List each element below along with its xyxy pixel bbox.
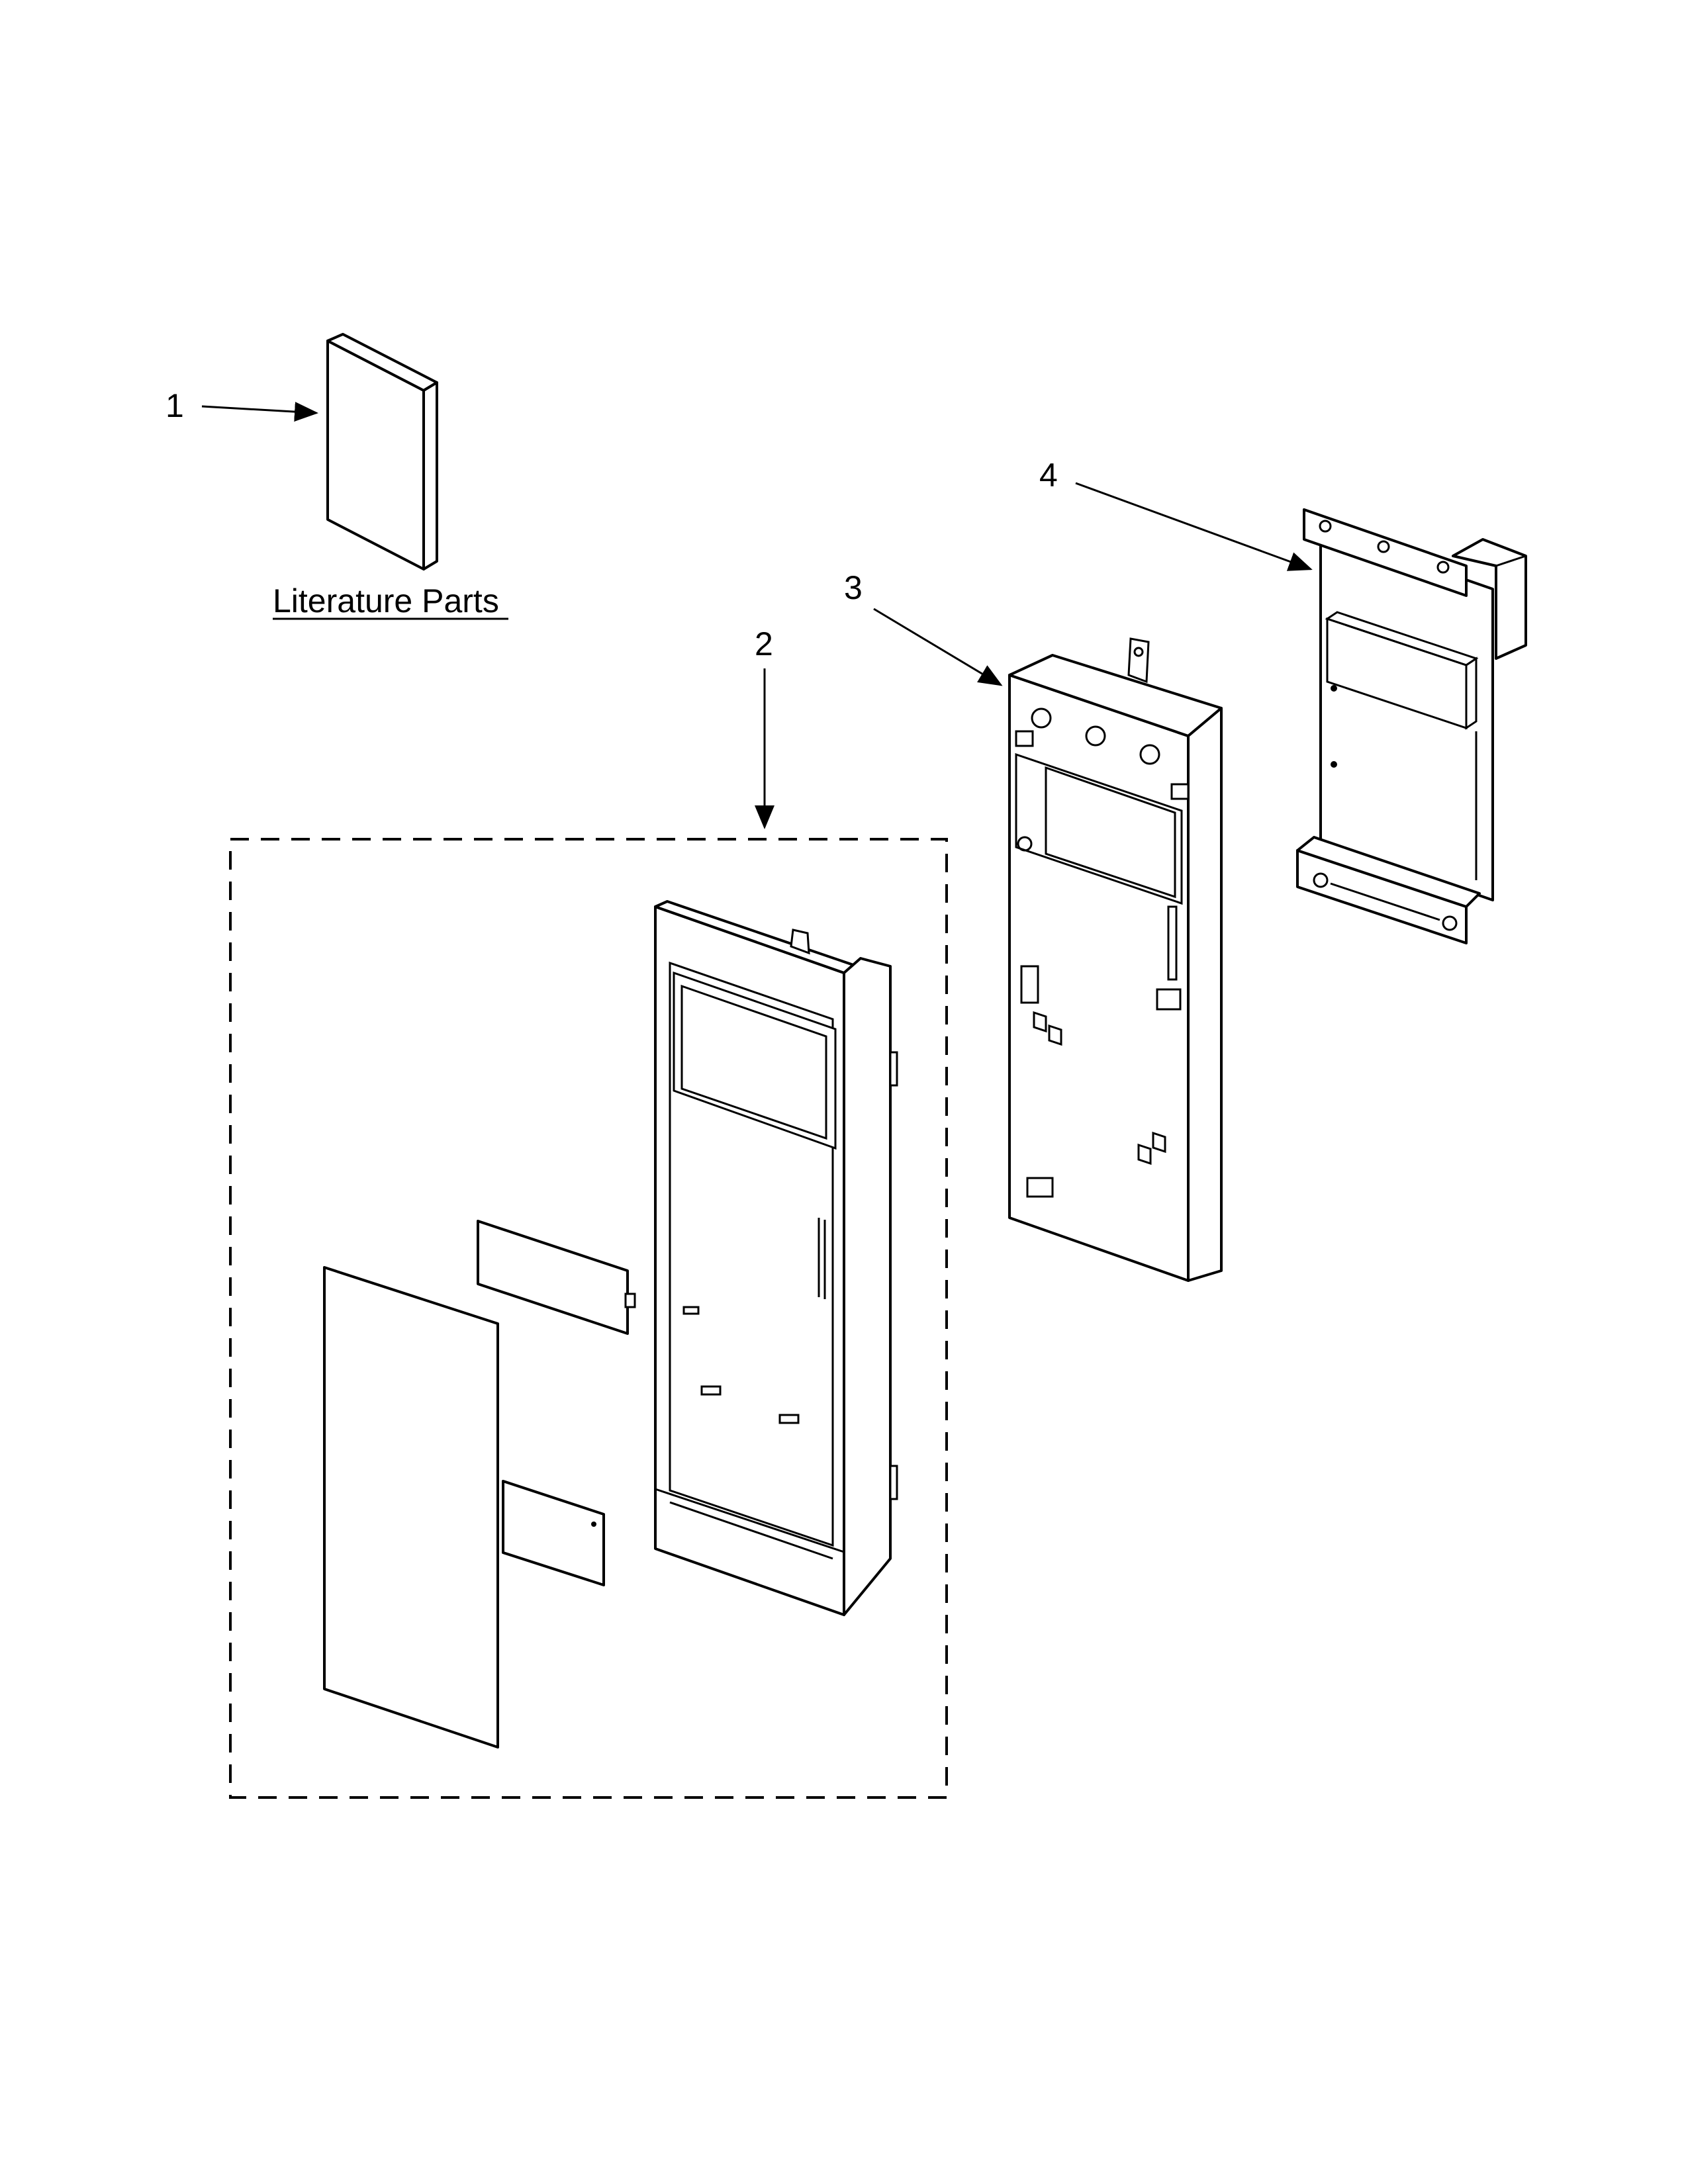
lower-plate <box>502 1480 605 1586</box>
literature-booklet <box>326 333 438 570</box>
leader-1 <box>201 402 318 422</box>
control-board-assembly <box>1296 508 1527 944</box>
literature-parts-label: Literature Parts <box>273 582 499 619</box>
small-window-insert <box>477 1220 636 1335</box>
leader-4 <box>1075 482 1313 571</box>
control-panel-housing <box>654 900 898 1616</box>
leader-3 <box>873 608 1003 686</box>
control-panel-frame <box>1008 637 1223 1282</box>
callout-2: 2 <box>755 625 773 662</box>
callout-3: 3 <box>844 569 863 606</box>
callout-1: 1 <box>165 387 184 424</box>
callout-4: 4 <box>1039 457 1058 494</box>
assembly-2-group-box <box>229 838 948 1799</box>
keypad-overlay <box>323 1266 499 1749</box>
